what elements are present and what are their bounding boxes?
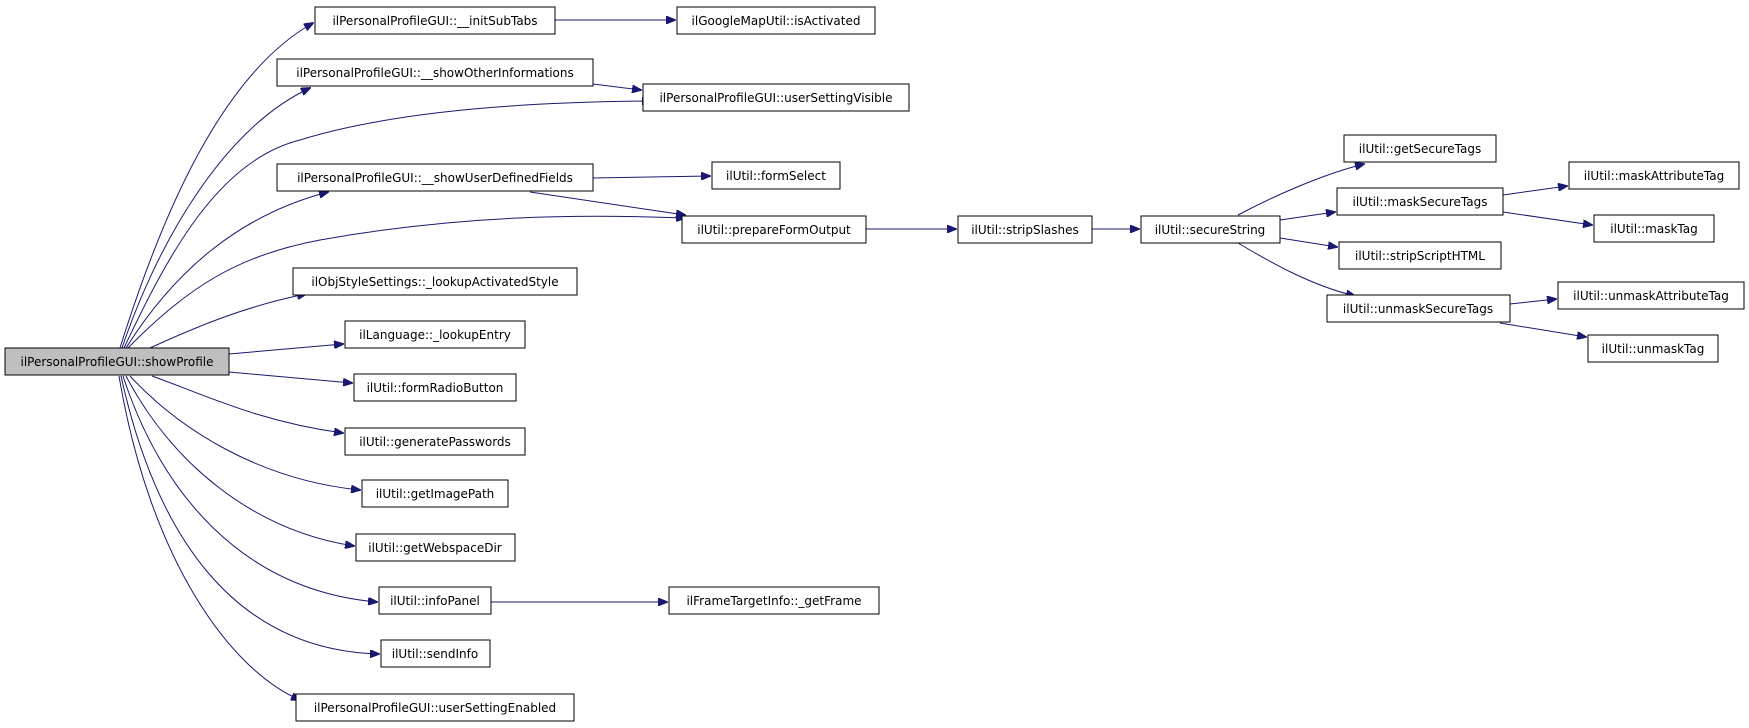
node-label: ilFrameTargetInfo::_getFrame xyxy=(686,594,861,608)
node-user-setting-enabled[interactable]: ilPersonalProfileGUI::userSettingEnabled xyxy=(295,693,575,722)
node-get-image-path[interactable]: ilUtil::getImagePath xyxy=(361,479,509,508)
node-show-user-defined-fields[interactable]: ilPersonalProfileGUI::__showUserDefinedF… xyxy=(276,163,594,192)
edge-showprofile-usersettingvisible xyxy=(123,101,651,349)
node-user-setting-visible[interactable]: ilPersonalProfileGUI::userSettingVisible xyxy=(642,83,910,112)
node-label: ilUtil::unmaskSecureTags xyxy=(1343,302,1493,316)
node-label: ilUtil::maskSecureTags xyxy=(1353,195,1488,209)
edge-masksecuretags-masktag xyxy=(1502,211,1592,225)
node-label: ilUtil::secureString xyxy=(1155,223,1266,237)
edge-showprofile-showotherinformations xyxy=(121,88,310,349)
node-init-sub-tabs[interactable]: ilPersonalProfileGUI::__initSubTabs xyxy=(314,6,556,35)
node-strip-slashes[interactable]: ilUtil::stripSlashes xyxy=(957,215,1093,244)
edge-showprofile-sendinfo xyxy=(120,375,379,654)
node-show-other-informations[interactable]: ilPersonalProfileGUI::__showOtherInforma… xyxy=(276,58,594,87)
node-secure-string[interactable]: ilUtil::secureString xyxy=(1140,215,1281,244)
node-label: ilUtil::getImagePath xyxy=(376,487,495,501)
node-strip-script-html[interactable]: ilUtil::stripScriptHTML xyxy=(1338,241,1502,270)
edge-securestring-stripscripthtml xyxy=(1279,237,1337,247)
node-lookup-activated-style[interactable]: ilObjStyleSettings::_lookupActivatedStyl… xyxy=(292,267,578,296)
edge-showuserdefinedfields-prepareformoutput xyxy=(529,191,685,215)
node-label: ilUtil::generatePasswords xyxy=(359,435,511,449)
node-info-panel[interactable]: ilUtil::infoPanel xyxy=(378,586,492,615)
edge-showprofile-initsubtabs xyxy=(119,23,313,349)
edges xyxy=(118,20,1592,700)
node-label: ilUtil::prepareFormOutput xyxy=(697,223,851,237)
node-mask-secure-tags[interactable]: ilUtil::maskSecureTags xyxy=(1336,187,1504,216)
node-get-webspace-dir[interactable]: ilUtil::getWebspaceDir xyxy=(355,533,516,562)
nodes: ilPersonalProfileGUI::showProfile ilPers… xyxy=(4,6,1745,722)
node-label: ilUtil::stripScriptHTML xyxy=(1355,249,1485,263)
node-label: ilPersonalProfileGUI::userSettingEnabled xyxy=(314,701,556,715)
edge-showuserdefinedfields-formselect xyxy=(592,176,710,178)
node-label: ilUtil::unmaskTag xyxy=(1602,342,1705,356)
node-mask-attribute-tag[interactable]: ilUtil::maskAttributeTag xyxy=(1568,161,1740,190)
node-form-select[interactable]: ilUtil::formSelect xyxy=(711,161,841,190)
node-get-frame[interactable]: ilFrameTargetInfo::_getFrame xyxy=(668,586,880,615)
edge-showprofile-prepareformoutput xyxy=(127,216,685,349)
edge-showprofile-infopanel xyxy=(122,375,377,602)
edge-unmasksecuretags-unmasktag xyxy=(1499,322,1586,337)
node-get-secure-tags[interactable]: ilUtil::getSecureTags xyxy=(1343,134,1497,163)
node-form-radio-button[interactable]: ilUtil::formRadioButton xyxy=(353,373,517,402)
node-label: ilPersonalProfileGUI::__showUserDefinedF… xyxy=(297,171,573,185)
node-send-info[interactable]: ilUtil::sendInfo xyxy=(380,639,491,668)
node-label: ilUtil::formRadioButton xyxy=(367,381,504,395)
node-label: ilLanguage::_lookupEntry xyxy=(359,328,511,342)
node-label: ilUtil::unmaskAttributeTag xyxy=(1573,289,1729,303)
edge-showotherinformations-usersettingvisible xyxy=(592,83,641,90)
node-lookup-entry[interactable]: ilLanguage::_lookupEntry xyxy=(344,320,526,349)
node-label: ilUtil::getSecureTags xyxy=(1359,142,1481,156)
edge-showprofile-lookupentry xyxy=(228,344,343,355)
node-unmask-attribute-tag[interactable]: ilUtil::unmaskAttributeTag xyxy=(1557,281,1745,310)
edge-showprofile-generatepasswords xyxy=(151,375,343,433)
edge-showprofile-getwebspacedir xyxy=(125,375,354,546)
node-label: ilUtil::sendInfo xyxy=(392,647,478,661)
edge-showprofile-formradiobutton xyxy=(228,371,352,383)
edge-unmasksecuretags-unmaskattributetag xyxy=(1509,299,1556,305)
node-mask-tag[interactable]: ilUtil::maskTag xyxy=(1593,214,1715,243)
edge-securestring-unmasksecuretags xyxy=(1237,242,1355,296)
node-label: ilUtil::getWebspaceDir xyxy=(368,541,502,555)
node-label: ilUtil::maskTag xyxy=(1610,222,1697,236)
node-label: ilPersonalProfileGUI::__showOtherInforma… xyxy=(296,66,574,80)
node-generate-passwords[interactable]: ilUtil::generatePasswords xyxy=(344,427,526,456)
node-prepare-form-output[interactable]: ilUtil::prepareFormOutput xyxy=(681,215,867,244)
node-is-activated[interactable]: ilGoogleMapUtil::isActivated xyxy=(676,6,876,35)
node-label: ilObjStyleSettings::_lookupActivatedStyl… xyxy=(311,275,558,289)
edge-showprofile-showuserdefinedfields xyxy=(125,192,328,349)
node-label: ilPersonalProfileGUI::__initSubTabs xyxy=(332,14,537,28)
edge-showprofile-usersettingenabled xyxy=(118,375,300,700)
node-label: ilGoogleMapUtil::isActivated xyxy=(692,14,861,28)
node-show-profile[interactable]: ilPersonalProfileGUI::showProfile xyxy=(4,347,230,376)
node-label: ilUtil::infoPanel xyxy=(390,594,480,608)
node-unmask-tag[interactable]: ilUtil::unmaskTag xyxy=(1587,334,1719,363)
node-label: ilUtil::stripSlashes xyxy=(971,223,1079,237)
edge-securestring-getsecuretags xyxy=(1237,164,1364,216)
edge-showprofile-getimagepath xyxy=(129,375,360,490)
edge-showprofile-lookupactivatedstyle xyxy=(149,294,306,349)
edge-securestring-masksecuretags xyxy=(1279,212,1335,221)
node-label: ilPersonalProfileGUI::showProfile xyxy=(20,355,213,369)
node-unmask-secure-tags[interactable]: ilUtil::unmaskSecureTags xyxy=(1326,294,1511,323)
node-label: ilPersonalProfileGUI::userSettingVisible xyxy=(659,91,892,105)
node-label: ilUtil::formSelect xyxy=(726,169,826,183)
edge-masksecuretags-maskattributetag xyxy=(1502,186,1567,196)
node-label: ilUtil::maskAttributeTag xyxy=(1584,169,1724,183)
